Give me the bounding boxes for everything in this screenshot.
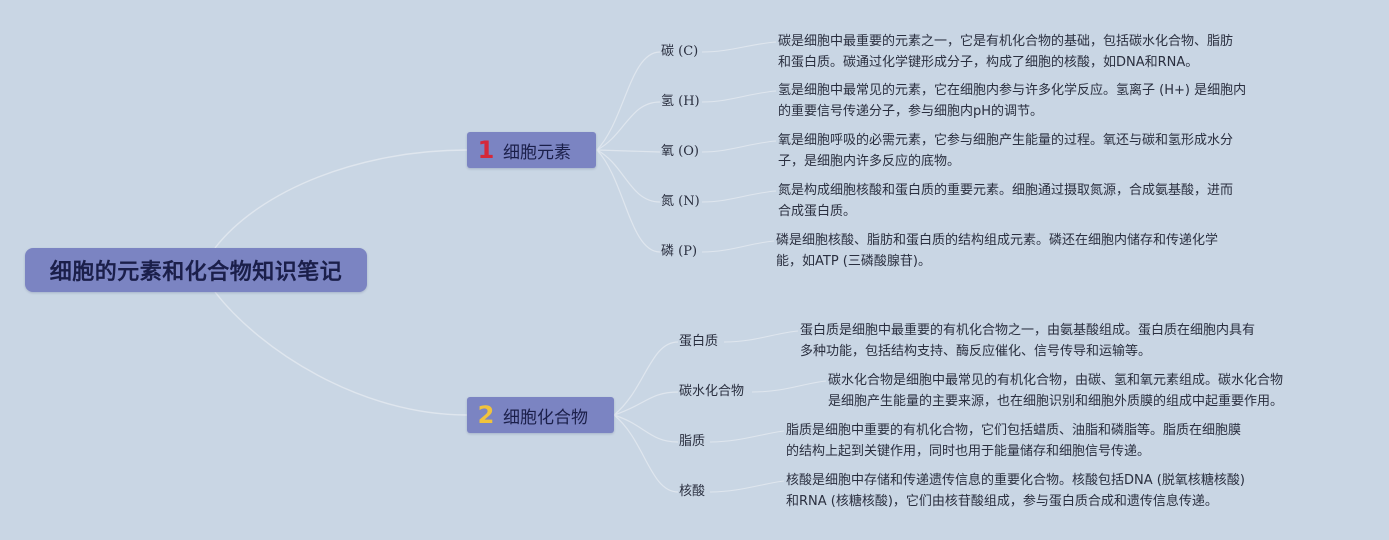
leaf-node-nucleic-acid[interactable]: 核酸: [679, 484, 706, 499]
root-title: 细胞的元素和化合物知识笔记: [49, 260, 343, 285]
description-line: 氧是细胞呼吸的必需元素，它参与细胞产生能量的过程。氧还与碳和氢形成水分: [778, 133, 1234, 148]
description-line: 磷是细胞核酸、脂肪和蛋白质的结构组成元素。磷还在细胞内储存和传递化学: [776, 233, 1219, 248]
root-node[interactable]: 细胞的元素和化合物知识笔记: [25, 248, 367, 292]
connector-root-branch-2: [214, 291, 468, 416]
leaf-description-nucleic-acid[interactable]: 核酸是细胞中存储和传递遗传信息的重要化合物。核酸包括DNA (脱氧核糖核酸) 和…: [786, 470, 1245, 512]
leaf-node-lipid[interactable]: 脂质: [679, 434, 706, 449]
description-line: 和RNA (核糖核酸)，它们由核苷酸组成，参与蛋白质合成和遗传信息传递。: [786, 494, 1218, 509]
connector-b1-c: [596, 51, 661, 151]
branch-title: 细胞元素: [503, 142, 571, 163]
leaf-description-oxygen[interactable]: 氧是细胞呼吸的必需元素，它参与细胞产生能量的过程。氧还与碳和氢形成水分 子，是细…: [778, 130, 1233, 172]
leaf-description-lipid[interactable]: 脂质是细胞中重要的有机化合物，它们包括蜡质、油脂和磷脂等。脂质在细胞膜 的结构上…: [786, 420, 1241, 462]
branch-number-1: 1: [477, 136, 495, 164]
leaf-description-hydrogen[interactable]: 氢是细胞中最常见的元素，它在细胞内参与许多化学反应。氢离子 (H+) 是细胞内 …: [778, 80, 1246, 122]
description-line: 的结构上起到关键作用，同时也用于能量储存和细胞信号传递。: [786, 444, 1151, 459]
leaf-node-nitrogen[interactable]: 氮 (N): [661, 194, 700, 209]
leaf-description-phosphorus[interactable]: 磷是细胞核酸、脂肪和蛋白质的结构组成元素。磷还在细胞内储存和传递化学 能，如AT…: [776, 230, 1218, 272]
connector-lipid-desc: [709, 430, 785, 443]
leaf-description-carbon[interactable]: 碳是细胞中最重要的元素之一，它是有机化合物的基础，包括碳水化合物、脂肪 和蛋白质…: [778, 31, 1233, 73]
branch-title: 细胞化合物: [503, 407, 588, 428]
description-line: 是细胞产生能量的主要来源，也在细胞识别和细胞外质膜的组成中起重要作用。: [828, 394, 1284, 409]
description-line: 子，是细胞内许多反应的底物。: [778, 154, 961, 169]
leaf-node-oxygen[interactable]: 氧 (O): [661, 144, 699, 159]
branch-node-cell-elements[interactable]: 1 细胞元素: [467, 132, 596, 168]
description-line: 碳是细胞中最重要的元素之一，它是有机化合物的基础，包括碳水化合物、脂肪: [778, 34, 1234, 49]
description-line: 氢是细胞中最常见的元素，它在细胞内参与许多化学反应。氢离子 (H+) 是细胞内: [778, 83, 1247, 98]
leaf-description-nitrogen[interactable]: 氮是构成细胞核酸和蛋白质的重要元素。细胞通过摄取氮源，合成氨基酸，进而 合成蛋白…: [778, 180, 1233, 222]
description-line: 氮是构成细胞核酸和蛋白质的重要元素。细胞通过摄取氮源，合成氨基酸，进而: [778, 183, 1234, 198]
connector-b2-nucleic: [613, 414, 679, 493]
connector-b2-protein: [613, 341, 679, 416]
connector-b2-carb: [613, 391, 679, 416]
connector-root-branch-1: [214, 149, 468, 249]
leaf-node-phosphorus[interactable]: 磷 (P): [661, 244, 698, 259]
connector-o-desc: [701, 140, 777, 153]
description-line: 碳水化合物是细胞中最常见的有机化合物，由碳、氢和氧元素组成。碳水化合物: [828, 373, 1284, 388]
description-line: 合成蛋白质。: [778, 204, 857, 219]
leaf-node-protein[interactable]: 蛋白质: [679, 334, 719, 349]
description-line: 能，如ATP (三磷酸腺苷)。: [776, 254, 931, 269]
connector-n-desc: [701, 190, 777, 203]
branch-node-cell-compounds[interactable]: 2 细胞化合物: [467, 397, 614, 433]
description-line: 多种功能，包括结构支持、酶反应催化、信号传导和运输等。: [800, 344, 1152, 359]
connector-b1-o: [596, 149, 661, 153]
description-line: 脂质是细胞中重要的有机化合物，它们包括蜡质、油脂和磷脂等。脂质在细胞膜: [786, 423, 1242, 438]
connector-b1-p: [596, 149, 661, 253]
description-line: 核酸是细胞中存储和传递遗传信息的重要化合物。核酸包括DNA (脱氧核糖核酸): [786, 473, 1245, 488]
branch-number-2: 2: [477, 401, 495, 429]
description-line: 和蛋白质。碳通过化学键形成分子，构成了细胞的核酸，如DNA和RNA。: [778, 55, 1199, 70]
description-line: 的重要信号传递分子，参与细胞内pH的调节。: [778, 104, 1044, 119]
connector-c-desc: [701, 41, 777, 53]
connector-p-desc: [701, 240, 775, 253]
leaf-node-hydrogen[interactable]: 氢 (H): [661, 94, 700, 109]
connector-nucleic-desc: [709, 480, 785, 493]
leaf-description-carbohydrate[interactable]: 碳水化合物是细胞中最常见的有机化合物，由碳、氢和氧元素组成。碳水化合物 是细胞产…: [828, 370, 1283, 412]
connector-carb-desc: [751, 380, 827, 393]
connector-h-desc: [701, 90, 777, 103]
connector-b1-h: [596, 101, 661, 151]
connector-b2-lipid: [613, 414, 679, 443]
connector-protein-desc: [723, 330, 799, 343]
leaf-node-carbohydrate[interactable]: 碳水化合物: [679, 384, 745, 399]
connector-b1-n: [596, 149, 661, 203]
leaf-description-protein[interactable]: 蛋白质是细胞中最重要的有机化合物之一，由氨基酸组成。蛋白质在细胞内具有 多种功能…: [800, 320, 1255, 362]
description-line: 蛋白质是细胞中最重要的有机化合物之一，由氨基酸组成。蛋白质在细胞内具有: [800, 323, 1256, 338]
leaf-node-carbon[interactable]: 碳 (C): [661, 44, 699, 59]
